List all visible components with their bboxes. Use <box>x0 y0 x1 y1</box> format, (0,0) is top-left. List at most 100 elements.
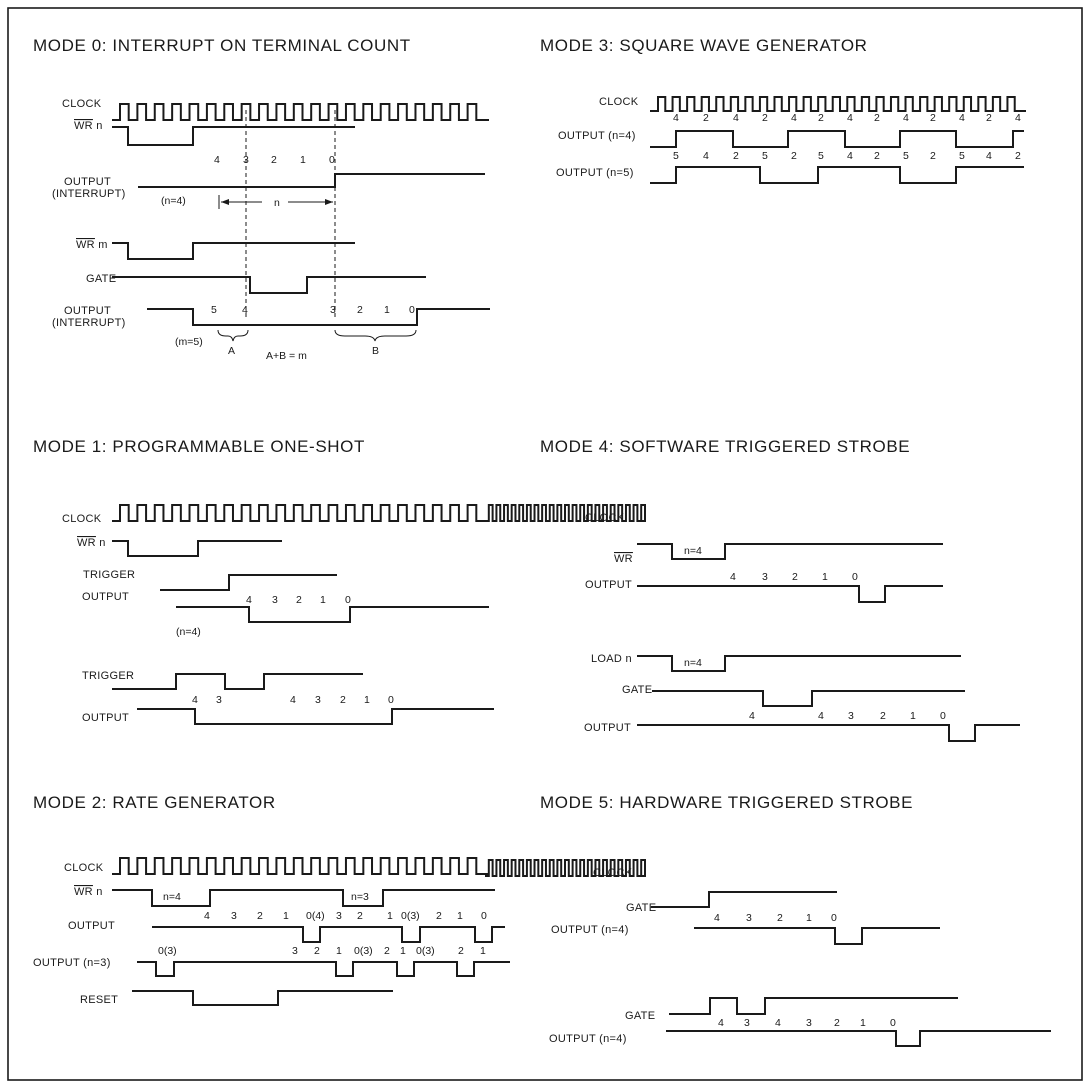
mode1-wr-n-label: WR n <box>77 537 106 549</box>
mode3-out4-count: 5 <box>673 150 679 162</box>
mode2-count3: 3 <box>292 945 298 957</box>
mode3-clock-count: 2 <box>762 112 768 124</box>
mode0-gate-label: GATE <box>86 273 116 285</box>
mode5-count: 3 <box>746 912 752 924</box>
mode3-clock-count: 4 <box>1015 112 1021 124</box>
frame-border <box>7 7 1083 1081</box>
mode0-count: 1 <box>300 154 306 166</box>
mode2-count: 0 <box>481 910 487 922</box>
mode5-output-wave <box>694 927 940 945</box>
mode3-clock-count: 2 <box>703 112 709 124</box>
mode4-load-label: LOAD n <box>591 653 632 665</box>
mode0-wr-n-wave <box>112 126 355 146</box>
mode3-clock-count: 4 <box>959 112 965 124</box>
mode4-gate-label: GATE <box>622 684 652 696</box>
mode4-count2: 1 <box>910 710 916 722</box>
mode1-count: 0 <box>345 594 351 606</box>
mode5-clock-wave <box>485 859 646 877</box>
mode5-counts2: 4 3 4 3 2 1 0 <box>718 1017 896 1029</box>
mode2-title: MODE 2: RATE GENERATOR <box>33 793 276 812</box>
mode4-n4: n=4 <box>684 545 702 557</box>
mode2-count: 2 <box>357 910 363 922</box>
mode2-count: 0(4) <box>306 910 325 922</box>
mode5-counts: 4 3 2 1 0 <box>714 912 837 924</box>
mode3-out4-count: 2 <box>733 150 739 162</box>
mode4-count2: 4 <box>749 710 755 722</box>
mode5-output-label: OUTPUT (n=4) <box>551 924 629 936</box>
mode5-output2-wave <box>666 1030 1051 1047</box>
mode0-n-eq: (n=4) <box>161 195 186 207</box>
mode0-n-arrowhead-right <box>325 199 333 205</box>
mode0-wr-n-label: WR n <box>74 120 103 132</box>
mode0-output-sub: (INTERRUPT) <box>52 188 126 200</box>
mode2-count: 0(3) <box>401 910 420 922</box>
mode2-count3: 1 <box>400 945 406 957</box>
mode5-count2: 3 <box>744 1017 750 1029</box>
mode1-clock-wave <box>112 504 489 522</box>
mode2-wr-n-label: WR n <box>74 886 103 898</box>
mode1-title: MODE 1: PROGRAMMABLE ONE-SHOT <box>33 437 365 456</box>
mode3-out4-count: 2 <box>874 150 880 162</box>
mode3-out4-wave <box>650 130 1024 148</box>
mode0-output2-sub: (INTERRUPT) <box>52 317 126 329</box>
mode4-output2-label: OUTPUT <box>584 722 631 734</box>
mode3-clock-count: 2 <box>986 112 992 124</box>
mode1-output-wave <box>176 606 489 623</box>
mode3-clock-count: 2 <box>930 112 936 124</box>
mode0-gate-wave <box>112 276 426 294</box>
mode0-count2: 5 <box>211 304 217 316</box>
mode4-wr-label: WR <box>614 553 633 565</box>
mode0-title: MODE 0: INTERRUPT ON TERMINAL COUNT <box>33 36 411 55</box>
mode0-output2-wave <box>147 308 490 326</box>
mode0-brace-a <box>217 329 249 342</box>
mode5-gate2-label: GATE <box>625 1010 655 1022</box>
mode2-reset-wave <box>132 990 393 1006</box>
mode2-n4: n=4 <box>163 891 181 903</box>
mode2-count3: 0(3) <box>416 945 435 957</box>
mode4-count2: 0 <box>940 710 946 722</box>
mode2-count: 2 <box>436 910 442 922</box>
mode2-count3: 0(3) <box>354 945 373 957</box>
mode5-count: 2 <box>777 912 783 924</box>
mode1-panel: MODE 1: PROGRAMMABLE ONE-SHOT CLOCK WR n… <box>33 437 494 725</box>
mode4-wr-wave <box>637 543 943 560</box>
mode2-reset-label: RESET <box>80 994 118 1006</box>
mode3-out4-count: 2 <box>930 150 936 162</box>
mode3-clock-label: CLOCK <box>599 96 639 108</box>
mode5-count2: 1 <box>860 1017 866 1029</box>
mode5-output2-label: OUTPUT (n=4) <box>549 1033 627 1045</box>
mode0-count2: 0 <box>409 304 415 316</box>
mode1-counts2: 4 3 4 3 2 1 0 <box>192 694 394 706</box>
mode2-clock-wave <box>112 857 489 875</box>
mode0-panel: MODE 0: INTERRUPT ON TERMINAL COUNT CLOC… <box>33 36 490 362</box>
mode1-count2: 1 <box>364 694 370 706</box>
mode4-clock-wave <box>485 504 646 522</box>
mode1-count2: 4 <box>192 694 198 706</box>
mode3-out5-wave <box>650 166 1024 184</box>
mode1-output-label: OUTPUT <box>82 591 129 603</box>
mode0-count2: 3 <box>330 304 336 316</box>
mode2-counts3: 0(3) 3 2 1 0(3) 2 1 0(3) 2 1 <box>158 945 486 957</box>
mode1-trigger2-wave <box>112 673 363 690</box>
mode0-clock-label: CLOCK <box>62 98 102 110</box>
mode1-count: 3 <box>272 594 278 606</box>
mode3-clock-count: 2 <box>818 112 824 124</box>
mode0-count: 0 <box>329 154 335 166</box>
mode1-count2: 2 <box>340 694 346 706</box>
mode1-wr-n-wave <box>112 540 282 557</box>
mode1-output2-label: OUTPUT <box>82 712 129 724</box>
mode0-counts2: 5 4 3 2 1 0 <box>211 304 415 316</box>
mode3-clock-count: 4 <box>847 112 853 124</box>
mode1-trigger-label: TRIGGER <box>83 569 135 581</box>
mode3-clock-count: 4 <box>791 112 797 124</box>
mode5-count2: 3 <box>806 1017 812 1029</box>
mode4-gate-wave <box>652 690 965 707</box>
mode2-clock-label: CLOCK <box>64 862 104 874</box>
mode4-count: 1 <box>822 571 828 583</box>
mode3-out4-count: 2 <box>791 150 797 162</box>
mode3-out5-label: OUTPUT (n=5) <box>556 167 634 179</box>
mode2-panel: MODE 2: RATE GENERATOR CLOCK WR n n=4 n=… <box>33 793 510 1006</box>
mode2-count: 1 <box>387 910 393 922</box>
mode2-output-wave <box>152 926 505 943</box>
